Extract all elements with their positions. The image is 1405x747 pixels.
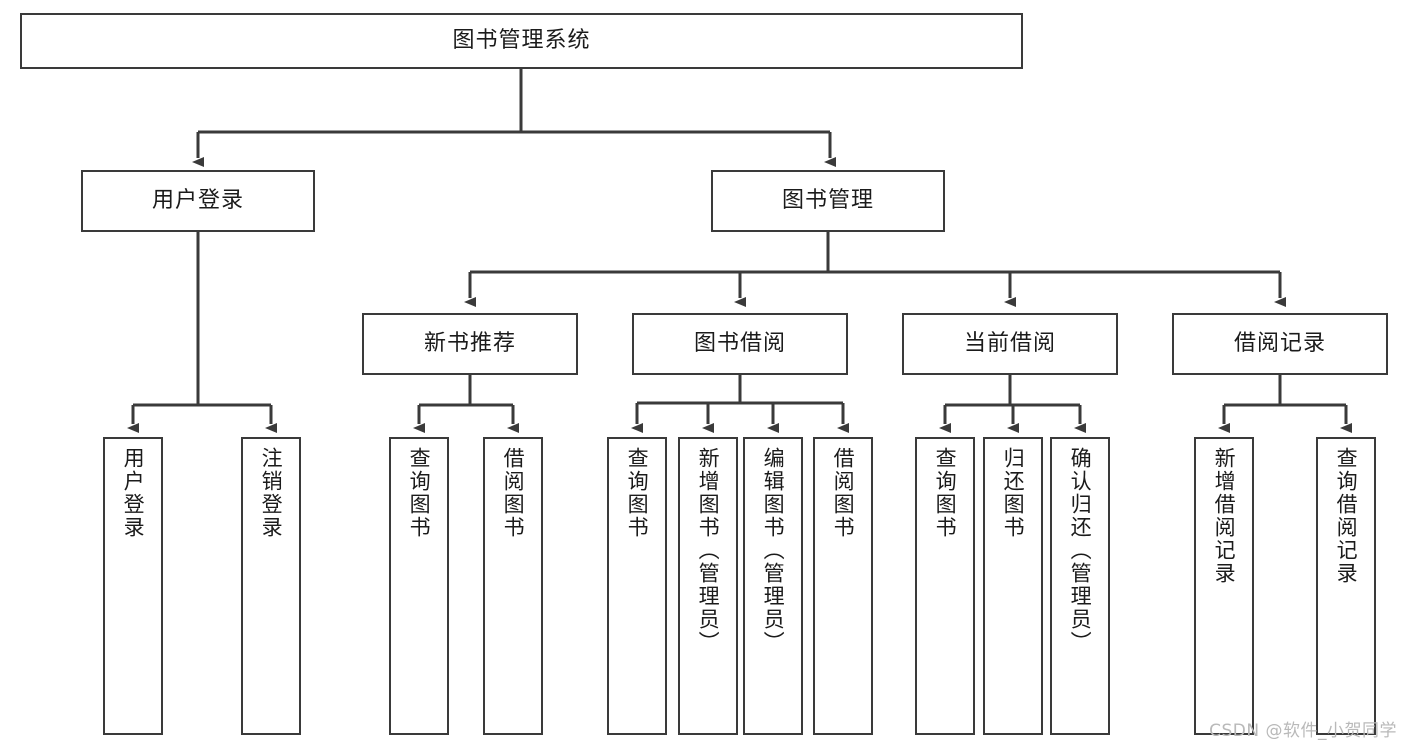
leaf-query-book-borrow[interactable]: 查询图书 [607, 437, 667, 735]
leaf-edit-book[interactable]: 编辑图书（管理员） [743, 437, 803, 735]
leaf-confirm-return-label: 确认归还（管理员） [1068, 447, 1093, 654]
leaf-add-book-label: 新增图书（管理员） [696, 447, 721, 654]
leaf-add-book[interactable]: 新增图书（管理员） [678, 437, 738, 735]
leaf-user-login-label: 用户登录 [121, 447, 146, 539]
leaf-query-book-recommend[interactable]: 查询图书 [389, 437, 449, 735]
node-book-manage[interactable]: 图书管理 [711, 170, 945, 232]
node-borrow-record[interactable]: 借阅记录 [1172, 313, 1388, 375]
leaf-query-book-recommend-label: 查询图书 [407, 447, 432, 539]
leaf-edit-book-label: 编辑图书（管理员） [761, 447, 786, 654]
leaf-logout-label: 注销登录 [259, 447, 284, 539]
node-book-borrow[interactable]: 图书借阅 [632, 313, 848, 375]
leaf-query-book-borrow-label: 查询图书 [625, 447, 650, 539]
node-new-book-recommend-label: 新书推荐 [423, 330, 516, 356]
node-root-label: 图书管理系统 [452, 27, 591, 53]
leaf-return-book[interactable]: 归还图书 [983, 437, 1043, 735]
leaf-logout[interactable]: 注销登录 [241, 437, 301, 735]
node-new-book-recommend[interactable]: 新书推荐 [362, 313, 578, 375]
leaf-borrow-book-recommend-label: 借阅图书 [501, 447, 526, 539]
leaf-confirm-return[interactable]: 确认归还（管理员） [1050, 437, 1110, 735]
node-root[interactable]: 图书管理系统 [20, 13, 1023, 69]
leaf-query-book-current-label: 查询图书 [933, 447, 958, 539]
csdn-watermark: CSDN @软件_小贺同学 [1209, 721, 1397, 741]
node-borrow-record-label: 借阅记录 [1233, 330, 1326, 356]
node-current-borrow-label: 当前借阅 [963, 330, 1056, 356]
leaf-return-book-label: 归还图书 [1001, 447, 1026, 539]
node-book-borrow-label: 图书借阅 [693, 330, 786, 356]
node-user-login-label: 用户登录 [151, 187, 244, 213]
leaf-add-borrow-record[interactable]: 新增借阅记录 [1194, 437, 1254, 735]
leaf-user-login[interactable]: 用户登录 [103, 437, 163, 735]
leaf-borrow-book-label: 借阅图书 [831, 447, 856, 539]
leaf-borrow-book-recommend[interactable]: 借阅图书 [483, 437, 543, 735]
leaf-add-borrow-record-label: 新增借阅记录 [1212, 447, 1237, 585]
leaf-query-borrow-record-label: 查询借阅记录 [1334, 447, 1359, 585]
node-book-manage-label: 图书管理 [781, 187, 874, 213]
node-current-borrow[interactable]: 当前借阅 [902, 313, 1118, 375]
leaf-borrow-book[interactable]: 借阅图书 [813, 437, 873, 735]
leaf-query-borrow-record[interactable]: 查询借阅记录 [1316, 437, 1376, 735]
leaf-query-book-current[interactable]: 查询图书 [915, 437, 975, 735]
node-user-login[interactable]: 用户登录 [81, 170, 315, 232]
